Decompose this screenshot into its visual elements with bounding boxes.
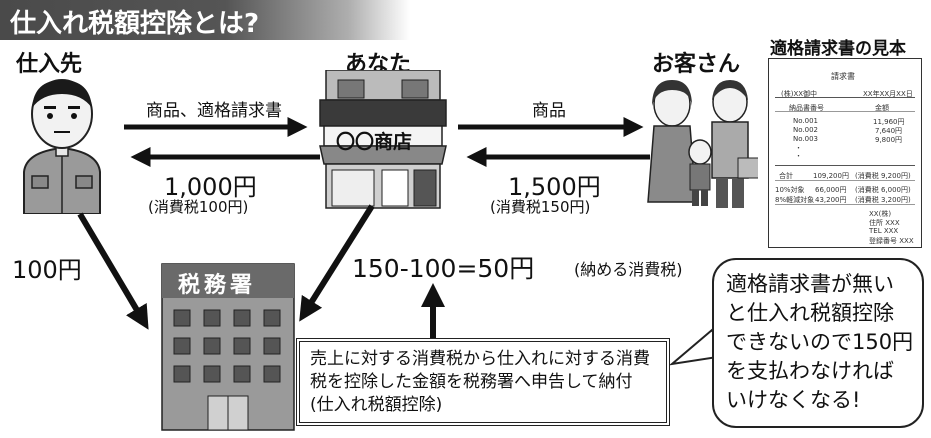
arrow-supplier-to-tax-office (77, 212, 149, 330)
page-title: 仕入れ税額控除とは? (10, 9, 260, 39)
invoice-addressee: (株)XX御中 (781, 90, 818, 98)
customer-family-icon (647, 80, 758, 208)
invoice-rate8-tax: (消費税 3,200円) (855, 196, 911, 204)
invoice-rate8-label: 8%軽減対象 (775, 196, 815, 204)
invoice-item-amount: 7,640円 (875, 127, 903, 135)
invoice-total-label: 合計 (779, 172, 793, 180)
invoice-divider (775, 97, 915, 98)
customer-label: お客さん (652, 52, 741, 77)
invoice-divider (775, 111, 915, 112)
shop-sign: 〇〇商店 (336, 131, 413, 153)
tax-office-label: 税務署 (178, 273, 257, 298)
invoice-rate10-tax: (消費税 6,000円) (855, 186, 911, 194)
paid-to-supplier-tax: (消費税100円) (148, 198, 249, 216)
paid-to-supplier-amount: 1,000円 (164, 173, 257, 201)
supplier-tax-paid: 100円 (12, 256, 82, 284)
title-bar (0, 0, 410, 40)
explanation-box: 売上に対する消費税から仕入れに対する消費税を控除した金額を税務署へ申告して納付(… (296, 338, 670, 426)
calculation-formula: 150-100=50円 (352, 254, 535, 283)
invoice-rate10-label: 10%対象 (775, 186, 805, 194)
invoice-issuer-tel: TEL XXX (869, 227, 899, 235)
invoice-date: XX年XX月XX日 (863, 90, 913, 98)
invoice-col-amount: 金額 (875, 104, 889, 112)
invoice-total-tax: (消費税 9,200円) (855, 172, 911, 180)
calculation-note: (納める消費税) (574, 260, 683, 279)
supplier-label: 仕入先 (16, 52, 83, 77)
invoice-item-number: No.003 (793, 135, 818, 143)
received-from-customer-amount: 1,500円 (508, 173, 601, 201)
warning-speech-bubble: 適格請求書が無いと仕入れ税額控除できないので150円を支払わなければいけなくなる… (712, 258, 924, 428)
invoice-rate10-amount: 66,000円 (815, 186, 847, 194)
invoice-rate8-amount: 43,200円 (815, 196, 847, 204)
tax-office-building-icon (161, 263, 295, 431)
shop-icon (319, 70, 447, 209)
supplier-person-icon (23, 79, 101, 214)
arrow-you-to-tax-office (299, 204, 375, 322)
invoice-item-number: No.001 (793, 117, 818, 125)
invoice-divider (775, 204, 915, 205)
invoice-item-amount: 9,800円 (875, 136, 903, 144)
explanation-text: 売上に対する消費税から仕入れに対する消費税を控除した金額を税務署へ申告して納付(… (310, 349, 650, 415)
invoice-issuer-address: 住所 XXX (869, 219, 900, 227)
invoice-item-amount: 11,960円 (873, 118, 905, 126)
invoice-issuer-company: XX(株) (869, 210, 892, 218)
invoice-col-number: 納品書番号 (789, 104, 824, 112)
invoice-continuation-dot: ・ (795, 144, 802, 152)
goods-invoice-label: 商品、適格請求書 (146, 101, 282, 121)
invoice-item-number: No.002 (793, 126, 818, 134)
invoice-issuer-registration: 登録番号 XXX (869, 237, 914, 245)
received-from-customer-tax: (消費税150円) (490, 198, 591, 216)
invoice-continuation-dot: ・ (795, 152, 802, 160)
invoice-total-amount: 109,200円 (813, 172, 849, 180)
goods-label: 商品 (532, 101, 566, 121)
invoice-sample: 請求書 (株)XX御中 XX年XX月XX日 納品書番号 金額 No.001 11… (768, 58, 922, 248)
invoice-divider (775, 180, 915, 181)
speech-bubble-text: 適格請求書が無いと仕入れ税額控除できないので150円を支払わなければいけなくなる… (726, 272, 914, 412)
invoice-sample-heading: 適格請求書の見本 (770, 39, 906, 59)
invoice-divider (775, 165, 915, 166)
invoice-doc-title: 請求書 (831, 72, 855, 81)
